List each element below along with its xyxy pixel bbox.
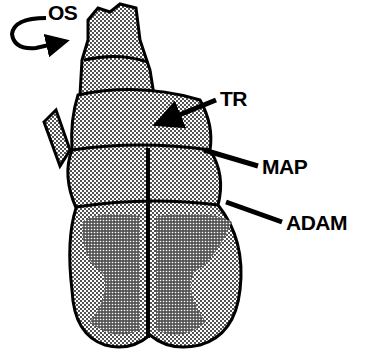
part-label: MAP [262,156,307,177]
part-label: OS [48,2,77,23]
part-label: TR [220,88,247,109]
part-label: ADAM [286,212,347,233]
